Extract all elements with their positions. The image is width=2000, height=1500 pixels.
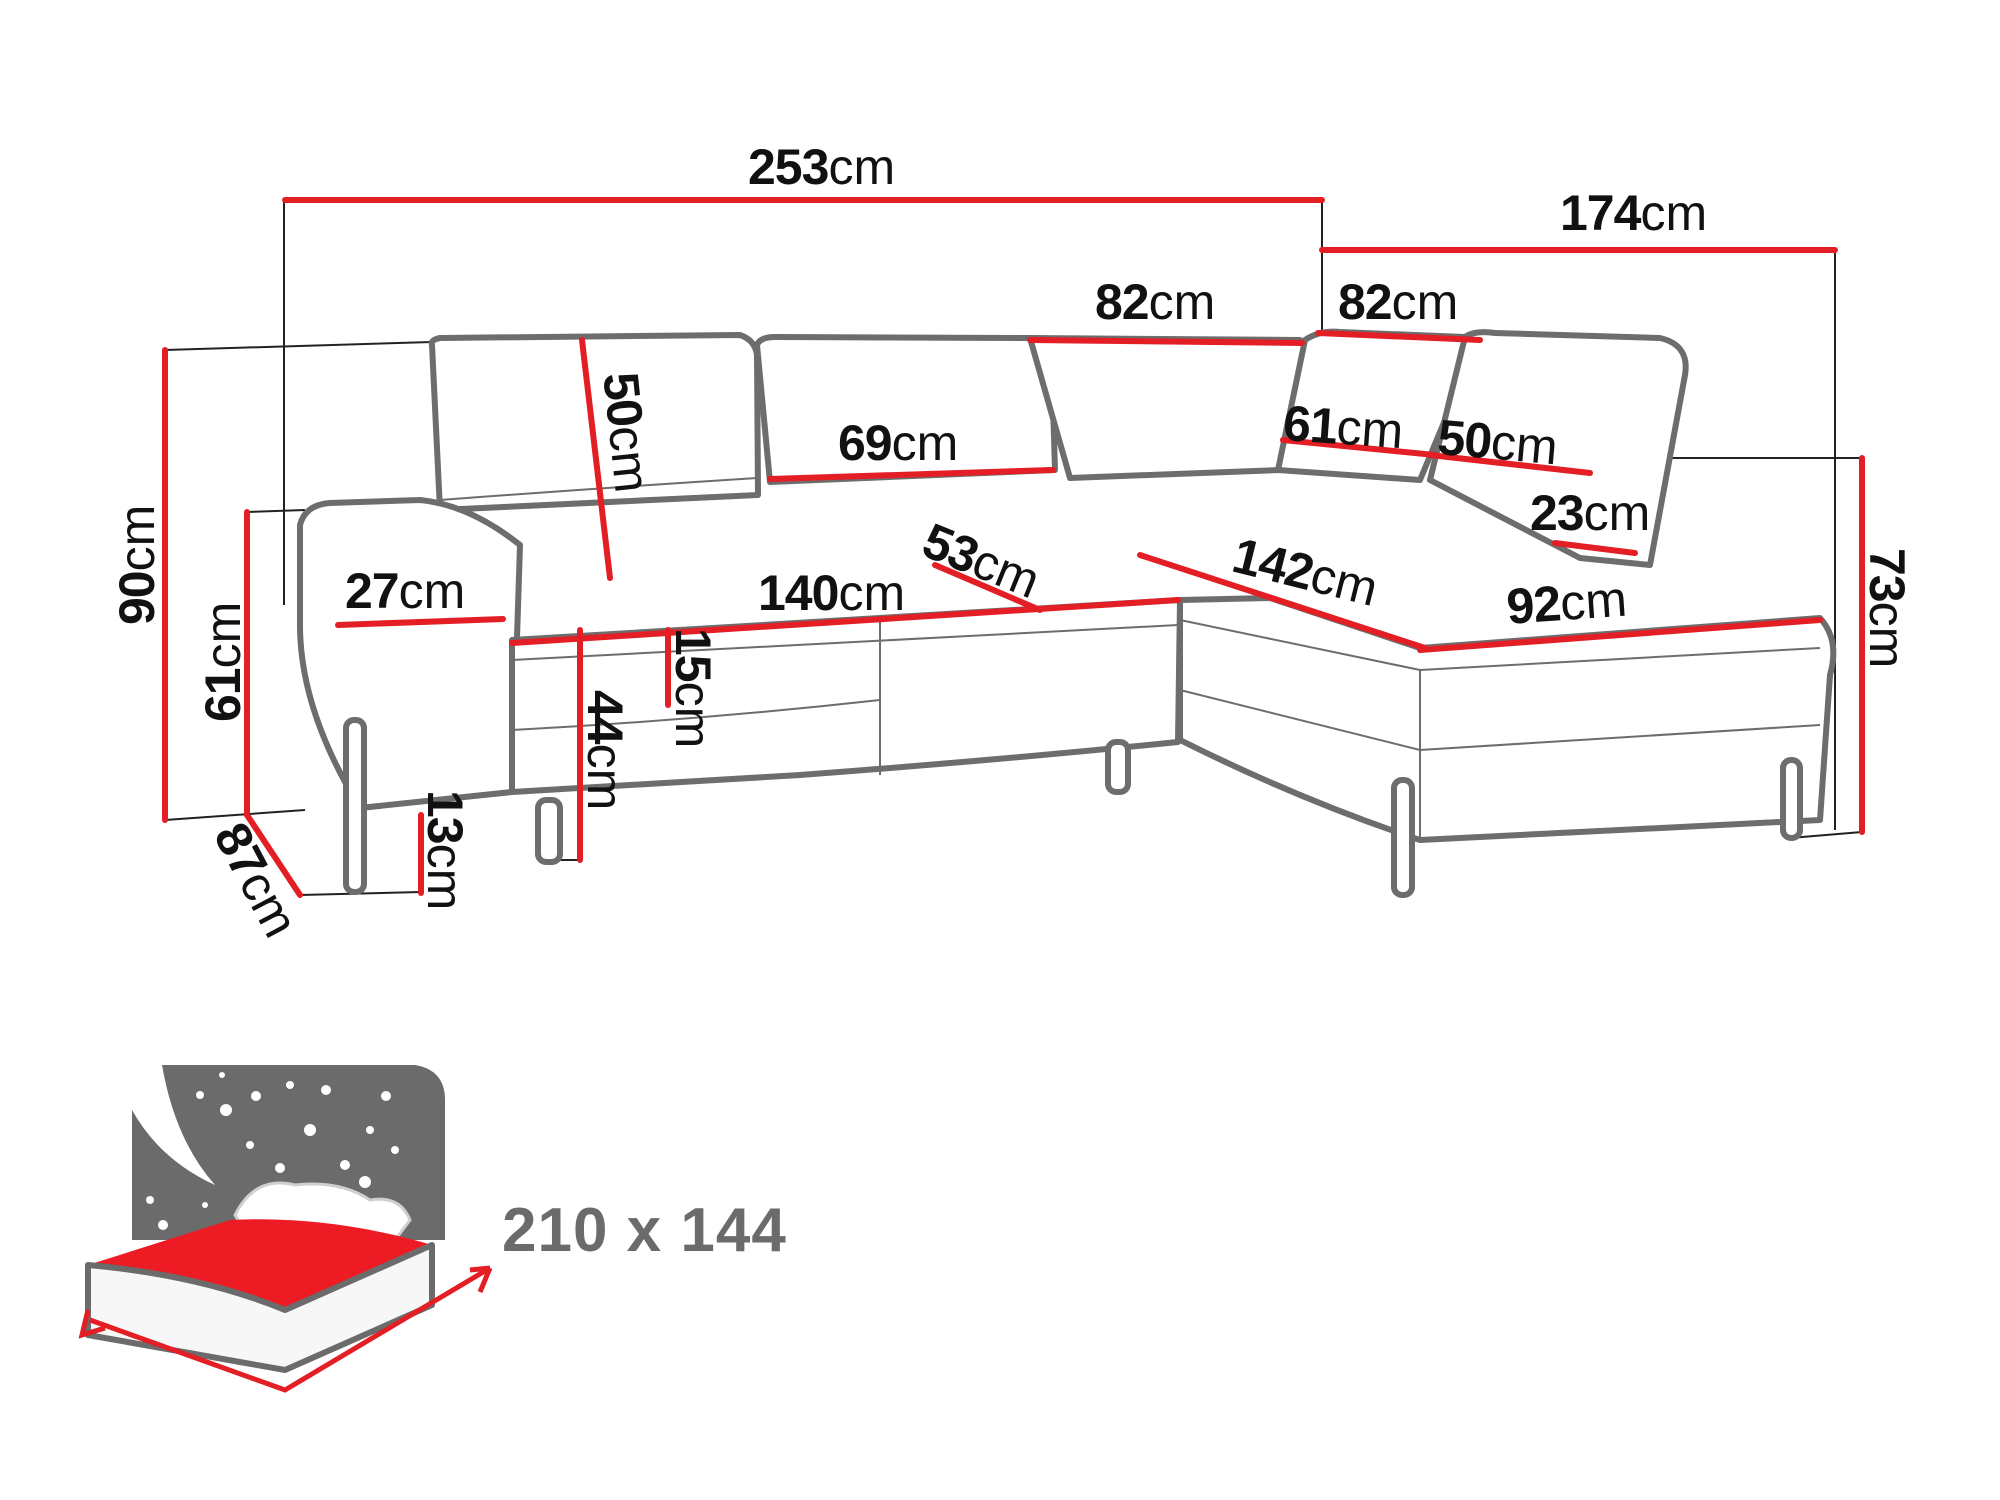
dim-label-backrest-height: 50cm — [592, 369, 661, 496]
dim-label-total-height: 90cm — [109, 504, 165, 625]
dim-label-back-cushion-width: 69cm — [838, 415, 959, 471]
dim-label-chaise-seat-width: 92cm — [1504, 570, 1629, 635]
sleeping-area-size: 210 x 144 — [502, 1196, 787, 1265]
stars — [146, 1072, 399, 1230]
dim-label-leg-height: 13cm — [417, 790, 473, 911]
dim-label-corner-back-right: 82cm — [1338, 274, 1459, 330]
dim-label-total-width: 253cm — [748, 139, 896, 195]
extension-lines — [164, 200, 1863, 896]
dim-label-seat-height: 44cm — [577, 690, 633, 811]
sofa-outline — [297, 328, 1837, 898]
bed-icon — [78, 1065, 493, 1393]
dim-label-chaise-height: 73cm — [1859, 548, 1915, 669]
dim-label-chaise-back-61: 61cm — [1281, 395, 1406, 460]
dim-label-chaise-back-50: 50cm — [1435, 409, 1561, 476]
dim-label-seat-width: 140cm — [758, 565, 906, 621]
dimension-lines — [162, 197, 1865, 898]
dim-label-chaise-width: 174cm — [1560, 185, 1708, 241]
dim-label-side-arm-width: 23cm — [1530, 485, 1651, 541]
dim-label-cushion-thickness: 15cm — [665, 628, 721, 749]
dim-label-armrest-width: 27cm — [345, 563, 466, 619]
dim-label-armrest-height: 61cm — [195, 601, 251, 722]
dim-label-corner-back-left: 82cm — [1095, 274, 1216, 330]
